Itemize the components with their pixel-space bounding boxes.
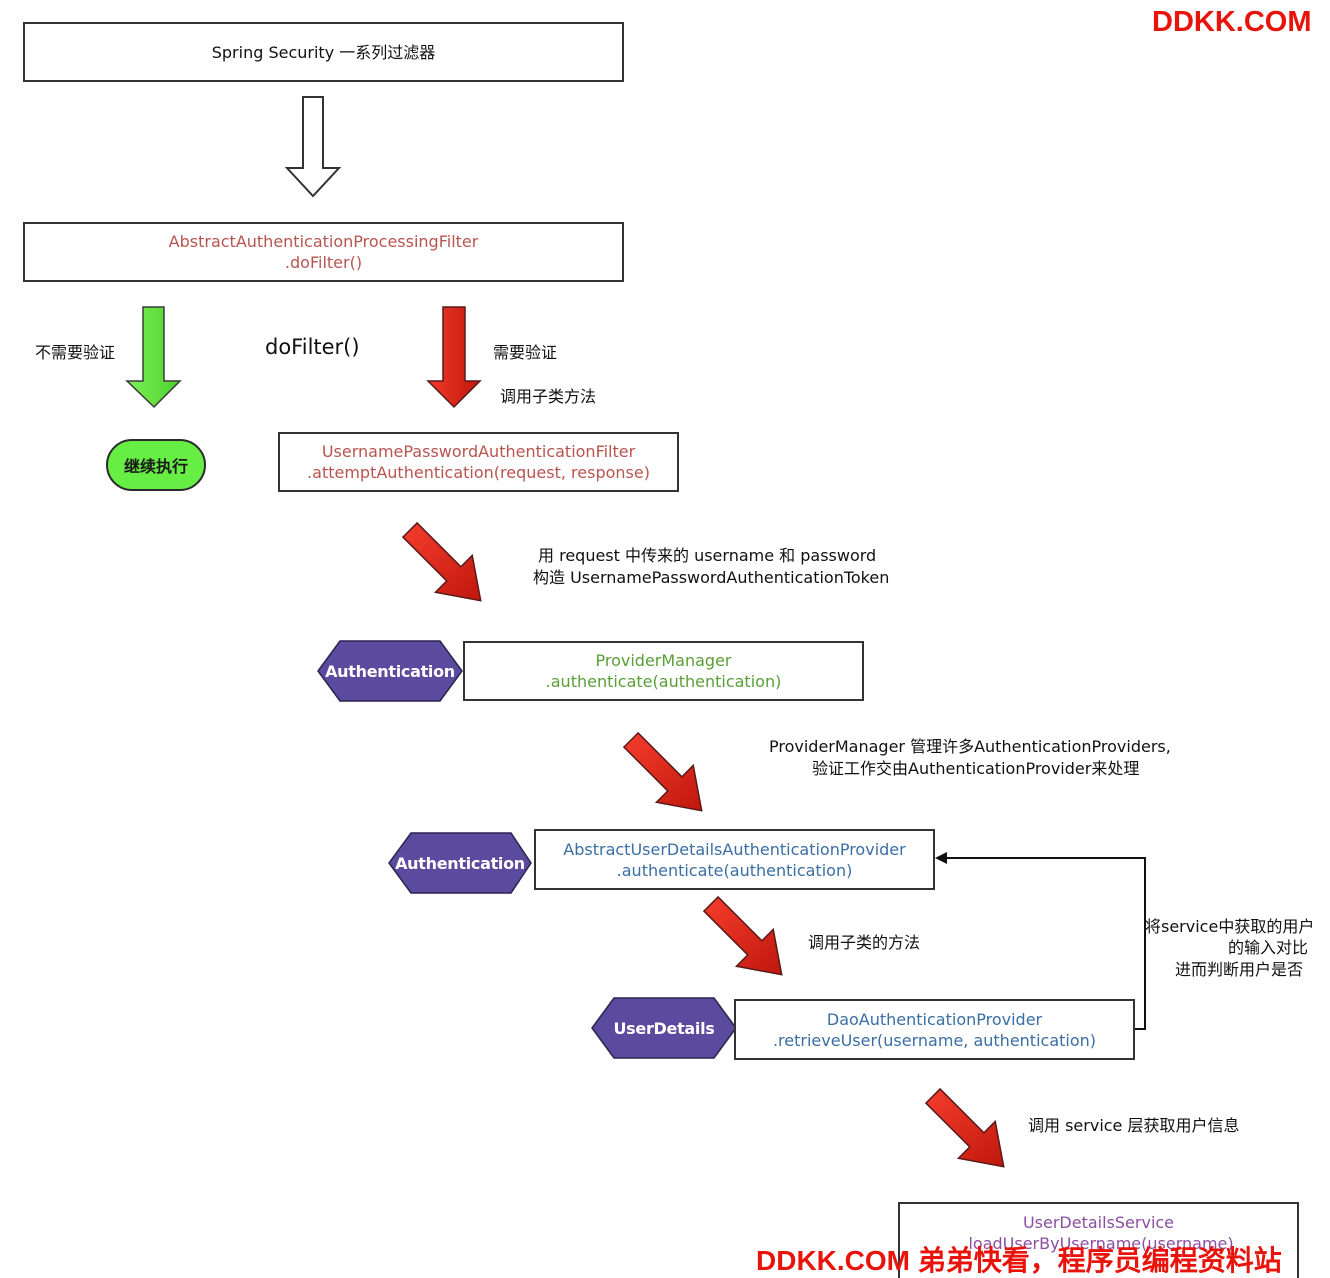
- label-auth-needed: 需要验证: [493, 343, 558, 362]
- red-diagonal-arrow-2: [622, 731, 703, 812]
- node-username-filter-method: .attemptAuthentication(request, response…: [307, 463, 650, 482]
- node-continue-label: 继续执行: [123, 457, 188, 476]
- node-provider-manager: ProviderManager .authenticate(authentica…: [463, 641, 864, 701]
- node-abstract-user-details-authentication-provider: AbstractUserDetailsAuthenticationProvide…: [534, 829, 935, 890]
- feedback-arrowhead: [935, 852, 947, 864]
- node-provider-manager-class: ProviderManager: [595, 651, 732, 670]
- node-abstract-filter-class: AbstractAuthenticationProcessingFilter: [168, 232, 479, 251]
- hexagon-authentication-1-label: Authentication: [325, 661, 455, 681]
- label-do-filter: doFilter(): [265, 335, 360, 359]
- node-spring-security-filters: Spring Security 一系列过滤器: [23, 22, 624, 82]
- label-pm-manages-line1: ProviderManager 管理许多AuthenticationProvid…: [769, 737, 1171, 756]
- hexagon-userdetails-label-wrap: UserDetails: [592, 998, 736, 1058]
- hexagon-authentication-2: [388, 832, 532, 894]
- green-down-arrow: [125, 306, 182, 409]
- red-diagonal-arrow-4: [924, 1087, 1005, 1168]
- hexagon-authentication-1-label-wrap: Authentication: [318, 641, 462, 701]
- watermark-top: DDKK.COM: [1152, 6, 1312, 38]
- node-provider-manager-method: .authenticate(authentication): [545, 672, 782, 691]
- label-call-subclass-method: 调用子类的方法: [808, 933, 921, 952]
- label-no-auth-needed: 不需要验证: [35, 343, 116, 362]
- hexagon-userdetails-label: UserDetails: [613, 1018, 715, 1038]
- node-abstract-provider-class: AbstractUserDetailsAuthenticationProvide…: [563, 839, 906, 859]
- label-build-token-line1: 用 request 中传来的 username 和 password: [538, 546, 877, 565]
- node-abstract-provider-method: .authenticate(authentication): [616, 860, 853, 880]
- label-pm-manages-line2: 验证工作交由AuthenticationProvider来处理: [812, 759, 1140, 778]
- node-username-filter-class: UsernamePasswordAuthenticationFilter: [321, 442, 636, 461]
- node-username-password-authentication-filter: UsernamePasswordAuthenticationFilter .at…: [278, 432, 679, 492]
- label-call-subclass: 调用子类方法: [500, 387, 597, 406]
- hexagon-authentication-2-label-wrap: Authentication: [389, 833, 531, 893]
- node-continue-execution: 继续执行: [106, 439, 206, 491]
- hexagon-authentication-1: [317, 640, 463, 702]
- feedback-connector: [945, 857, 1146, 1030]
- node-user-details-service-class: UserDetailsService: [1022, 1213, 1175, 1232]
- node-spring-security-text: Spring Security 一系列过滤器: [211, 42, 436, 62]
- node-dao-provider-class: DaoAuthenticationProvider: [826, 1009, 1043, 1029]
- node-user-details-service: UserDetailsService .loadUserByUsername(u…: [898, 1202, 1299, 1278]
- label-compare-line3: 进而判断用户是否: [1175, 960, 1304, 979]
- label-compare-line2: 的输入对比: [1228, 938, 1309, 957]
- hexagon-authentication-2-label: Authentication: [395, 853, 525, 873]
- red-diagonal-arrow-1: [401, 521, 482, 602]
- node-user-details-service-method: .loadUserByUsername(username): [963, 1234, 1234, 1253]
- label-call-service: 调用 service 层获取用户信息: [1028, 1116, 1240, 1135]
- red-down-arrow: [426, 306, 482, 409]
- node-dao-authentication-provider: DaoAuthenticationProvider .retrieveUser(…: [734, 999, 1135, 1060]
- watermark-bottom: DDKK.COM 弟弟快看，程序员编程资料站: [756, 1245, 1282, 1276]
- node-abstract-authentication-processing-filter: AbstractAuthenticationProcessingFilter .…: [23, 222, 624, 282]
- label-compare-line1: 将service中获取的用户: [1145, 917, 1315, 936]
- node-dao-provider-method: .retrieveUser(username, authentication): [772, 1030, 1097, 1050]
- label-build-token-line2: 构造 UsernamePasswordAuthenticationToken: [533, 568, 890, 587]
- node-abstract-filter-method: .doFilter(): [284, 253, 363, 272]
- hollow-down-arrow: [284, 96, 342, 198]
- hexagon-userdetails: [591, 997, 737, 1059]
- red-diagonal-arrow-3: [702, 895, 783, 976]
